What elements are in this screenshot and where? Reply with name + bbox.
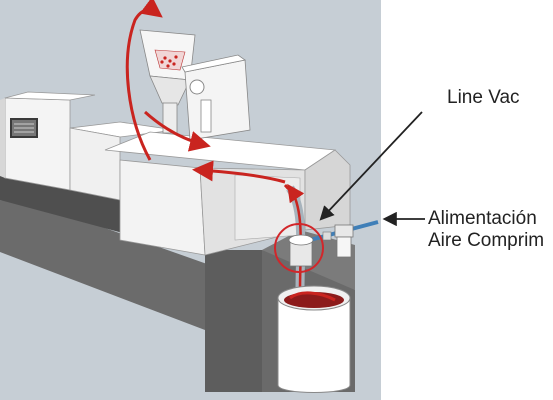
- line-vac-label: Line Vac: [447, 87, 520, 108]
- air-supply-label: Alimentación Aire Comprim: [428, 208, 544, 252]
- flow-arrow: [192, 160, 286, 184]
- flow-arrow: [143, 110, 211, 152]
- dryer-box: [181, 54, 251, 141]
- flow-arrow: [125, 0, 163, 161]
- pointer-arrow: [319, 111, 423, 221]
- control-cabinet: [0, 91, 96, 191]
- line-vac-highlight: [274, 223, 324, 273]
- filter-regulator: [322, 224, 354, 258]
- extruder-housing: [69, 121, 351, 256]
- air-supply-label-line2: Aire Comprim: [428, 230, 545, 251]
- hopper: [139, 29, 196, 134]
- material-drum: [277, 285, 351, 393]
- air-supply-label-line1: Alimentación: [428, 208, 537, 229]
- line-vac-device: [288, 234, 314, 267]
